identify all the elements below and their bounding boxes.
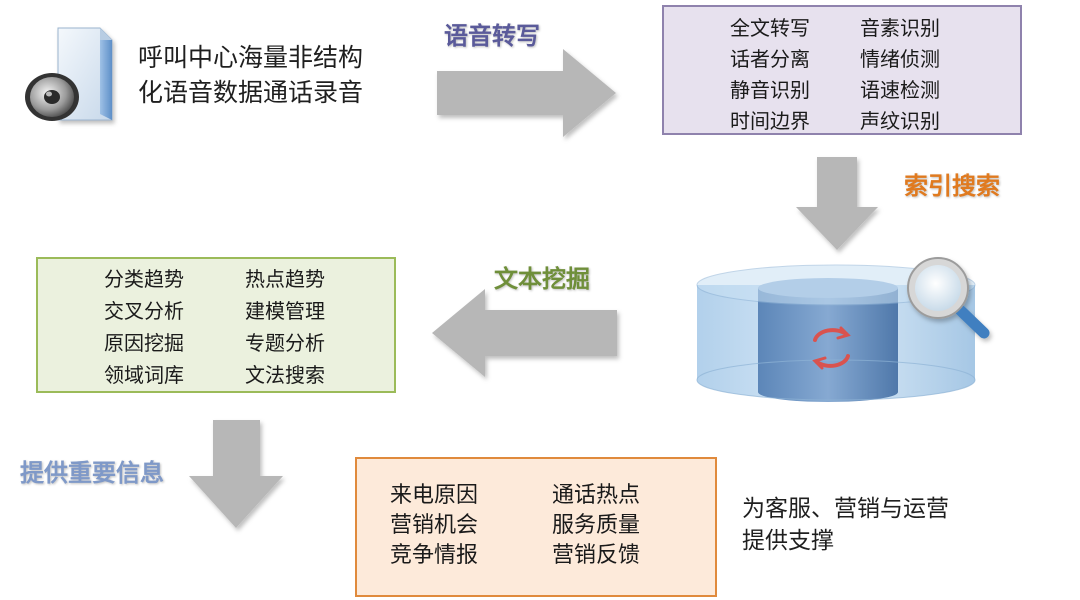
capability-item: 热点趋势 [245,267,325,291]
support-description: 为客服、营销与运营 提供支撑 [742,493,1042,557]
output-item: 来电原因 [390,483,479,508]
speaker-icon [25,73,79,121]
capability-item: 领域词库 [104,363,184,387]
source-line-1: 呼叫中心海量非结构 [138,43,364,72]
capability-item: 时间边界 [730,109,810,133]
capability-item: 原因挖掘 [104,331,184,355]
arrow-provide-info [189,420,283,528]
mining-capabilities-box [36,257,396,393]
output-info-box [355,457,717,597]
step-label-text-mining: 文本挖掘 [494,265,590,293]
refresh-icon [812,326,851,370]
database-icon [696,264,976,402]
capability-item: 全文转写 [730,16,810,40]
arrow-index-search [796,157,878,250]
support-line-2: 提供支撑 [742,528,834,554]
arrow-transcribe [437,49,616,137]
magnifier-icon [907,257,990,339]
arrow-text-mining [432,289,617,377]
capability-item: 文法搜索 [245,363,325,387]
output-item: 营销机会 [390,513,479,538]
output-item: 服务质量 [552,513,641,538]
capability-item: 音素识别 [860,16,940,40]
output-info-list: 来电原因 营销机会 竞争情报 通话热点 服务质量 营销反馈 [390,481,714,571]
transcribe-capabilities-list: 全文转写 话者分离 静音识别 时间边界 音素识别 情绪侦测 语速检测 声纹识别 [730,13,990,137]
support-line-1: 为客服、营销与运营 [742,496,949,522]
source-description: 呼叫中心海量非结构 化语音数据通话录音 [138,40,408,110]
capability-item: 分类趋势 [104,267,184,291]
capability-item: 声纹识别 [860,109,940,133]
capability-item: 静音识别 [730,78,810,102]
capability-item: 交叉分析 [104,299,184,323]
capability-item: 专题分析 [245,331,325,355]
capability-item: 情绪侦测 [860,47,940,71]
source-line-2: 化语音数据通话录音 [138,78,364,107]
step-label-provide-info: 提供重要信息 [20,459,164,487]
output-item: 竞争情报 [390,543,479,568]
mining-capabilities-list: 分类趋势 交叉分析 原因挖掘 领域词库 热点趋势 建模管理 专题分析 文法搜索 [104,263,386,391]
transcribe-capabilities-box [662,5,1022,135]
step-label-index-search: 索引搜索 [904,172,1000,200]
capability-item: 话者分离 [730,47,810,71]
capability-item: 语速检测 [860,78,940,102]
step-label-transcribe: 语音转写 [444,22,540,50]
output-item: 通话热点 [552,483,641,508]
capability-item: 建模管理 [245,299,325,323]
output-item: 营销反馈 [552,543,641,568]
